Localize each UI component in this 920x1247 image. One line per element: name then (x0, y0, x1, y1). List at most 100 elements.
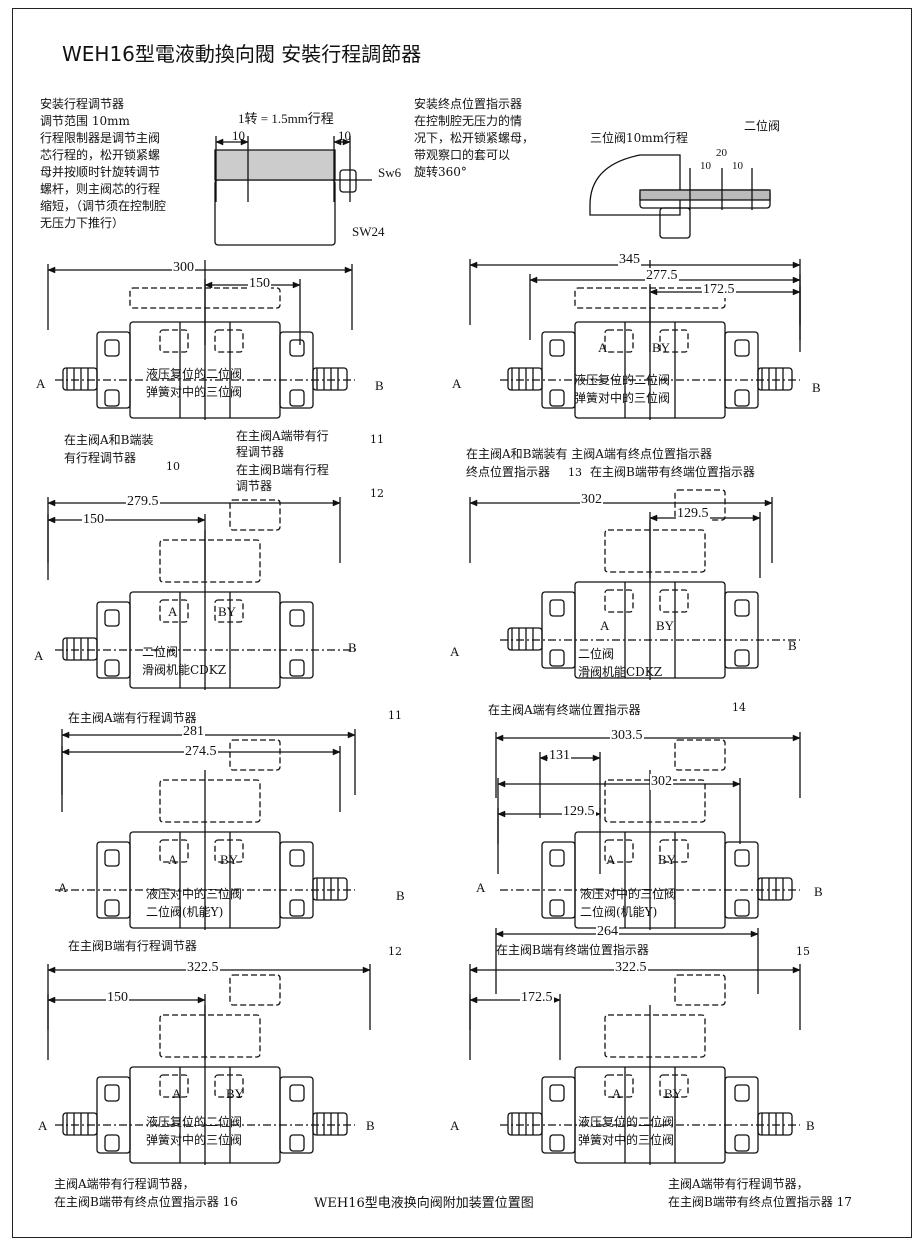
arrow-head (792, 734, 801, 742)
figure-number: 11 (388, 709, 402, 722)
caption: 主阀A端带有行程调节器， (54, 1177, 195, 1191)
arrow-head (792, 276, 801, 284)
port-label: BY (220, 852, 239, 867)
bolt-head (734, 1084, 750, 1102)
bolt-head (104, 849, 120, 867)
port-b-label: B (788, 638, 797, 653)
bolt-head (549, 389, 565, 407)
intro-line: 芯行程的，松开锁紧螺 (40, 148, 161, 162)
pilot-valve-outline (159, 1014, 261, 1058)
valve-type: 液压复位的二位阀 (146, 367, 243, 381)
bolt-head (549, 899, 565, 917)
port-label: A (172, 1086, 182, 1101)
port-a-label: A (36, 376, 46, 391)
end-cap-left (96, 841, 131, 919)
intro-line: 安装终点位置指示器 (414, 97, 523, 111)
port-a-outline (604, 839, 634, 863)
intro-line: 在控制腔无压力的情 (414, 114, 523, 128)
arrow-head (347, 731, 356, 739)
bolt-head (549, 1134, 565, 1152)
dim-label: 279.5 (126, 494, 160, 510)
figure-number: 15 (796, 945, 810, 958)
arrow-head (240, 138, 249, 146)
lock-nut (339, 169, 357, 193)
stroke-adjuster-right (757, 877, 793, 901)
bolt-head (104, 659, 120, 677)
caption: 终点位置指示器 (466, 465, 551, 479)
bolt-head (549, 339, 565, 357)
bolt-head (734, 1134, 750, 1152)
caption: 有行程调节器 (64, 451, 137, 465)
intro-line: 行程限制器是调节主阀 (40, 131, 161, 145)
port-label: A (598, 340, 608, 355)
arrow-head (469, 499, 478, 507)
intro-line: 安装行程调节器 (40, 97, 125, 111)
bolt-head (104, 339, 120, 357)
port-b-outline (214, 599, 244, 623)
end-cap-right (724, 841, 759, 919)
arrow-head (197, 516, 206, 524)
port-a-label: A (450, 644, 460, 659)
dim-label: 172.5 (702, 282, 736, 298)
arrow-head (47, 266, 56, 274)
arrow-head (47, 966, 56, 974)
end-cap-right (279, 331, 314, 409)
port-b-outline (214, 1074, 244, 1098)
caption: 在主阀B端带有终点位置指示器 17 (668, 1195, 852, 1209)
bolt-head (734, 849, 750, 867)
detail-body (214, 179, 336, 246)
arrow-head (204, 281, 213, 289)
solenoid-outline (674, 974, 726, 1006)
port-a-label: A (38, 1118, 48, 1133)
bolt-head (104, 1134, 120, 1152)
valve-type: 液压对中的三位阀 (146, 887, 243, 901)
pilot-valve-outline (159, 539, 261, 583)
bolt-head (104, 1084, 120, 1102)
port-b-label: B (396, 888, 405, 903)
port-label: A (168, 604, 178, 619)
port-a-label: A (476, 880, 486, 895)
caption: 调节器 (236, 479, 273, 493)
port-label: A (600, 618, 610, 633)
caption: 主阀A端带有行程调节器， (668, 1177, 809, 1191)
port-a-label: A (450, 1118, 460, 1133)
intro-line: 旋转360° (414, 165, 467, 179)
port-b-label: B (814, 884, 823, 899)
intro-line: 缩短，（调节须在控制腔 (40, 199, 167, 213)
arrow-head (61, 731, 70, 739)
stroke-adjuster-left (507, 1112, 543, 1136)
bolt-head (289, 389, 305, 407)
intro-line: 带观察口的套可以 (414, 148, 511, 162)
end-cap-left (96, 601, 131, 679)
arrow-head (750, 930, 759, 938)
port-label: BY (664, 1086, 683, 1101)
arrow-head (552, 996, 561, 1004)
bolt-head (549, 599, 565, 617)
dim-label: 10 (338, 128, 351, 143)
port-a-outline (159, 599, 189, 623)
arrow-head (215, 138, 224, 146)
port-b-outline (659, 1074, 689, 1098)
port-b-outline (214, 329, 244, 353)
arrow-head (732, 780, 741, 788)
dim-label: 302 (650, 774, 673, 790)
arrow-head (792, 288, 801, 296)
caption: 在主阀A和B端装 (64, 433, 154, 447)
valve-type: 二位阀(机能Y) (146, 905, 224, 919)
arrow-head (649, 514, 658, 522)
arrow-head (47, 996, 56, 1004)
caption: 在主阀A端有终端位置指示器 (488, 703, 641, 717)
dim-label: 302 (580, 492, 603, 508)
stroke-adjuster-left (62, 637, 98, 661)
figure-number: 10 (166, 460, 180, 473)
arrow-head (792, 966, 801, 974)
solenoid-outline (229, 974, 281, 1006)
dim-label: 281 (182, 724, 205, 740)
valve-type: 液压复位的二位阀 (574, 373, 671, 387)
figure-caption: WEH16型电液换向阀附加装置位置图 (314, 1196, 534, 1211)
arrow-head (47, 499, 56, 507)
stroke-adjuster-left (507, 367, 543, 391)
indicator-cap (589, 154, 681, 216)
dim-label: 150 (82, 512, 105, 528)
port-a-label: A (452, 376, 462, 391)
